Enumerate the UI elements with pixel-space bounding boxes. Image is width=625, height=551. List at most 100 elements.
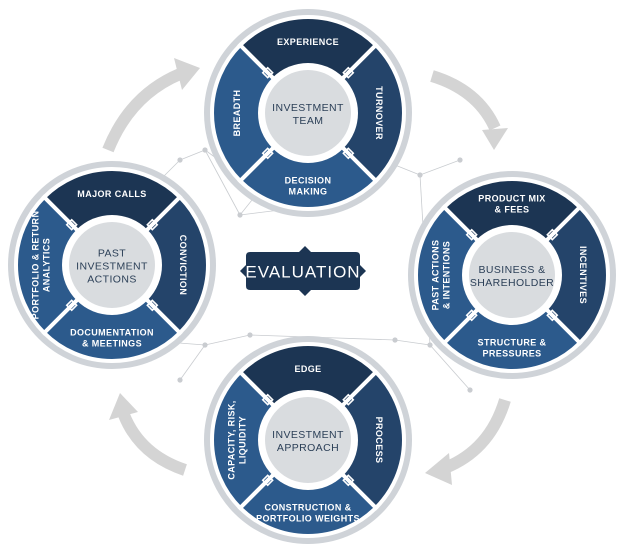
network-node [427, 342, 433, 348]
segment-label-bottom-line: CONSTRUCTION & [264, 502, 351, 512]
notch-icon [65, 299, 78, 312]
network-node [202, 342, 208, 348]
network-node [457, 157, 463, 163]
segment-label-right-line: PROCESS [374, 417, 384, 464]
segment-label-left: BREADTH [232, 90, 242, 137]
segment-label-top-line: & FEES [495, 204, 530, 214]
notch-icon [342, 147, 355, 160]
notch-icon [261, 66, 274, 79]
segment-label-right-line: CONVICTION [178, 235, 188, 296]
hub [469, 232, 555, 318]
evaluation-label: EVALUATION [245, 263, 360, 282]
segment-label-right: INCENTIVES [578, 246, 588, 304]
segment-label-right: TURNOVER [374, 86, 384, 140]
hub-label-line: BUSINESS & [478, 264, 545, 276]
network-node [392, 337, 398, 343]
network-node [177, 377, 183, 383]
segment-label-top-line: MAJOR CALLS [77, 189, 146, 199]
hub [265, 70, 351, 156]
segment-label-right: CONVICTION [178, 235, 188, 296]
notch-icon [146, 299, 159, 312]
badge-left-tip [240, 265, 246, 277]
segment-label-left-line: PAST ACTIONS [430, 240, 440, 311]
notch-icon [146, 218, 159, 231]
arrow-bottom-left-shaft [118, 412, 188, 476]
notch-icon [342, 66, 355, 79]
arrow-bottom-right-head [425, 453, 452, 485]
network-link [394, 164, 421, 176]
notch-icon [342, 393, 355, 406]
arrow-bottom-right-shaft [442, 398, 511, 474]
segment-label-bottom-line: DECISION [285, 175, 332, 185]
segment-label-top: PRODUCT MIX& FEES [478, 193, 545, 214]
arrow-bottom-left-head [109, 393, 138, 420]
notch-icon [261, 393, 274, 406]
notch-icon [65, 218, 78, 231]
segment-label-top-line: PRODUCT MIX [478, 193, 545, 203]
segment-label-right: PROCESS [374, 417, 384, 464]
segment-label-top: MAJOR CALLS [77, 189, 146, 199]
segment-label-right-line: TURNOVER [374, 86, 384, 140]
arrow-top-left-shaft [102, 68, 183, 153]
notch-icon [342, 474, 355, 487]
network-link [204, 334, 251, 346]
segment-label-left-line: LIQUIDITY [237, 416, 247, 464]
network-link [419, 159, 461, 176]
notch-icon [465, 228, 478, 241]
segment-label-bottom: CONSTRUCTION &PORTFOLIO WEIGHTS [256, 502, 360, 523]
notch-icon [261, 147, 274, 160]
segment-label-left: CAPACITY, RISK,LIQUIDITY [226, 400, 247, 479]
network-link [179, 344, 206, 381]
network-node [247, 332, 253, 338]
segment-label-left-line: & INTENTIONS [441, 241, 451, 309]
notch-icon [546, 309, 559, 322]
notch-icon [546, 228, 559, 241]
notch-icon [465, 309, 478, 322]
hub-label-line: INVESTMENT [272, 429, 344, 441]
network-link [394, 339, 431, 346]
arrow-top-right-head [482, 128, 508, 150]
segment-label-left-line: PORTFOLIO & RETURN [30, 211, 40, 320]
segment-label-bottom: DOCUMENTATION& MEETINGS [70, 327, 154, 348]
segment-label-bottom-line: & MEETINGS [82, 338, 142, 348]
segment-label-top-line: EXPERIENCE [277, 37, 339, 47]
segment-label-left-line: BREADTH [232, 90, 242, 137]
network-link [179, 149, 206, 161]
hub-label-line: INVESTMENT [272, 102, 344, 114]
network-node [417, 172, 423, 178]
hub-label-line: ACTIONS [87, 274, 136, 286]
badge-right-tip [360, 265, 366, 277]
hub-label-line: APPROACH [277, 442, 339, 454]
hub [265, 397, 351, 483]
evaluation-badge-shape [246, 246, 360, 296]
segment-label-left-line: ANALYTICS [41, 238, 51, 292]
circle-investment-approach: EDGE PROCESS CONSTRUCTION &PORTFOLIO WEIGH… [204, 336, 412, 544]
notch-icon [261, 474, 274, 487]
segment-label-left: PORTFOLIO & RETURNANALYTICS [30, 211, 51, 320]
hub [69, 222, 155, 308]
segment-label-bottom: STRUCTURE &PRESSURES [478, 337, 547, 358]
arrow-top-right-shaft [430, 70, 501, 131]
hub-label-line: SHAREHOLDER [470, 277, 554, 289]
arrow-top-left-head [174, 58, 200, 90]
network-link [429, 344, 471, 391]
network-link [204, 149, 241, 216]
segment-label-top-line: EDGE [294, 364, 321, 374]
segment-label-bottom-line: DOCUMENTATION [70, 327, 154, 337]
segment-label-bottom-line: STRUCTURE & [478, 337, 547, 347]
evaluation-badge: EVALUATION [240, 246, 366, 296]
segment-label-left: PAST ACTIONS& INTENTIONS [430, 240, 451, 311]
cycle-arrows [102, 58, 511, 485]
hub-label-line: INVESTMENT [76, 261, 148, 273]
segment-label-bottom-line: MAKING [289, 186, 328, 196]
segment-label-bottom-line: PRESSURES [482, 348, 541, 358]
segment-label-top: EDGE [294, 364, 321, 374]
